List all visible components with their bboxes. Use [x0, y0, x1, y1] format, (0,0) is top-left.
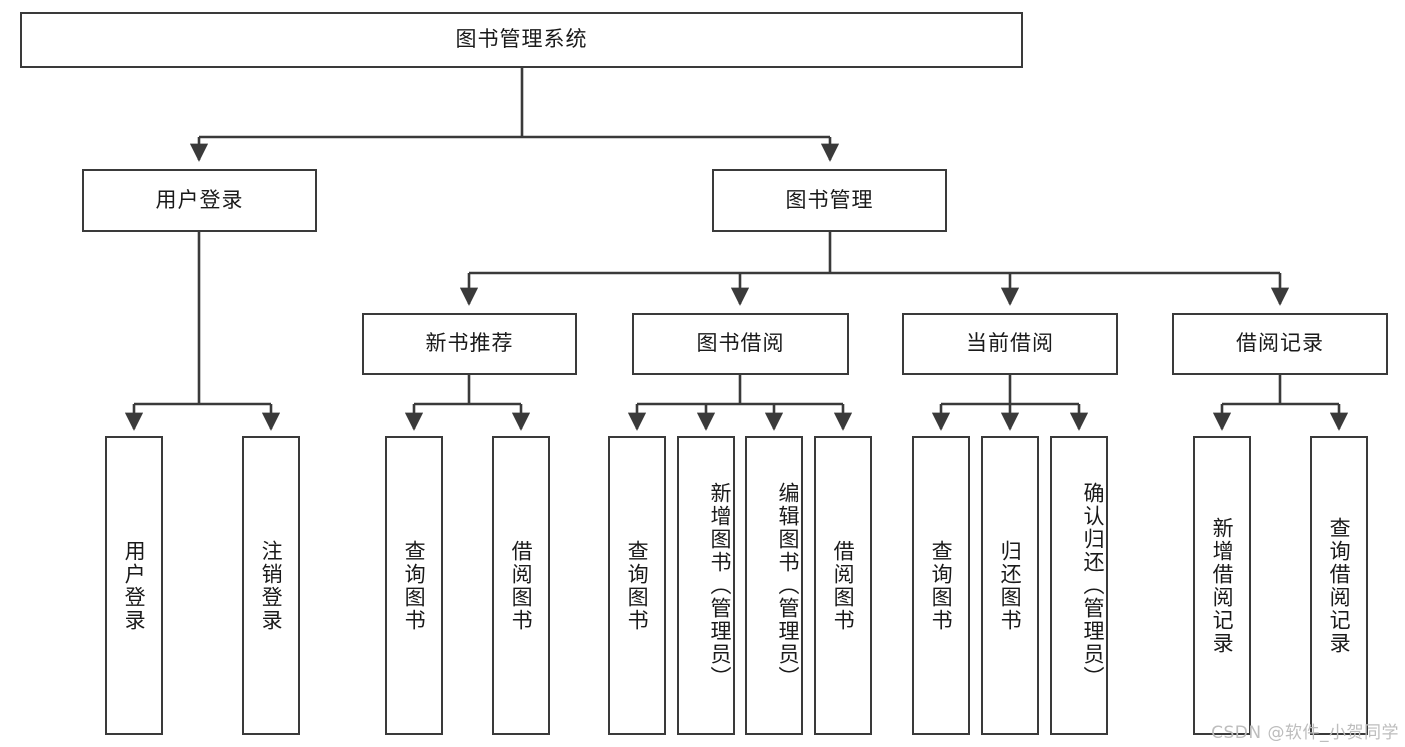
leaf-borrow-record-query-record[interactable]: 查询借阅记录 [1310, 436, 1368, 735]
leaf-new-book-borrow-book[interactable]: 借阅图书 [492, 436, 550, 735]
leaf-user-login-logout[interactable]: 注销登录 [242, 436, 300, 735]
leaf-borrow-record-add-record[interactable]: 新增借阅记录 [1193, 436, 1251, 735]
leaf-current-borrow-confirm-return-admin[interactable]: 确认归还（管理员） [1050, 436, 1108, 735]
leaf-book-borrow-add-book-admin[interactable]: 新增图书（管理员） [677, 436, 735, 735]
node-book-management[interactable]: 图书管理 [712, 169, 947, 232]
leaf-new-book-query-book[interactable]: 查询图书 [385, 436, 443, 735]
leaf-book-borrow-edit-book-admin[interactable]: 编辑图书（管理员） [745, 436, 803, 735]
node-borrow-record[interactable]: 借阅记录 [1172, 313, 1388, 375]
leaf-current-borrow-return-book[interactable]: 归还图书 [981, 436, 1039, 735]
node-new-book-recommend[interactable]: 新书推荐 [362, 313, 577, 375]
node-user-login[interactable]: 用户登录 [82, 169, 317, 232]
node-current-borrow[interactable]: 当前借阅 [902, 313, 1118, 375]
node-root-book-management-system[interactable]: 图书管理系统 [20, 12, 1023, 68]
leaf-current-borrow-query-book[interactable]: 查询图书 [912, 436, 970, 735]
leaf-book-borrow-query-book[interactable]: 查询图书 [608, 436, 666, 735]
leaf-book-borrow-borrow-book[interactable]: 借阅图书 [814, 436, 872, 735]
leaf-user-login-login[interactable]: 用户登录 [105, 436, 163, 735]
node-book-borrow[interactable]: 图书借阅 [632, 313, 849, 375]
